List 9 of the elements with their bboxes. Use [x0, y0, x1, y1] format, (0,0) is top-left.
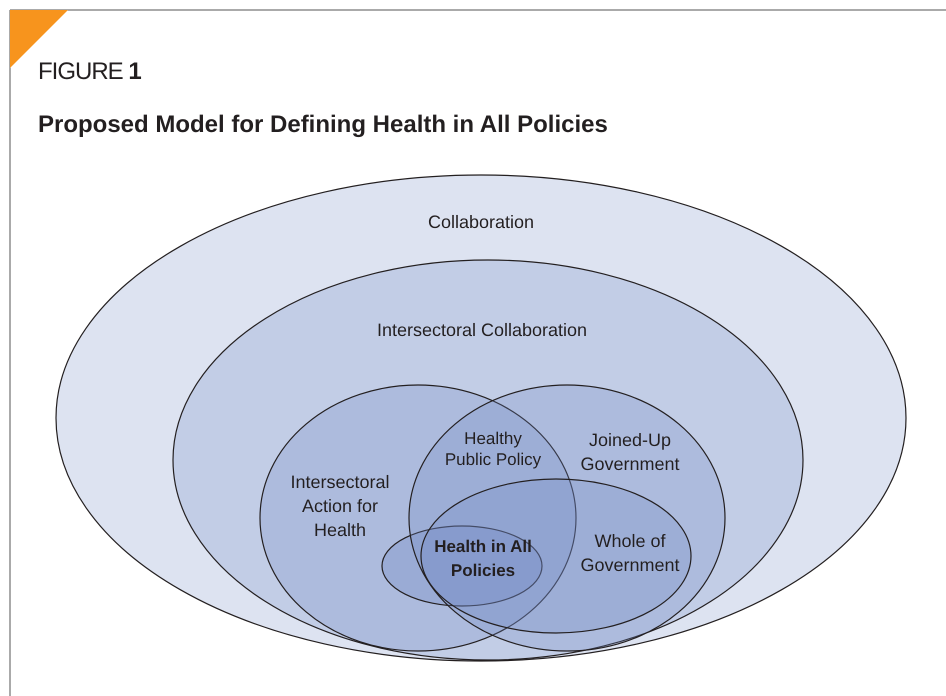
title: Proposed Model for Defining Health in All Policies: [38, 111, 608, 139]
region-label: Whole of Government: [579, 530, 681, 577]
region-label: Joined-Up Government: [579, 429, 681, 476]
region-label: Intersectoral Action for Health: [289, 471, 391, 542]
region-label: Collaboration: [426, 211, 536, 234]
region-label: Health in All Policies: [433, 536, 533, 582]
region-label: Intersectoral Collaboration: [376, 319, 588, 342]
region-label: Healthy Public Policy: [444, 428, 542, 470]
figure-number: FIGURE 1: [38, 58, 141, 86]
